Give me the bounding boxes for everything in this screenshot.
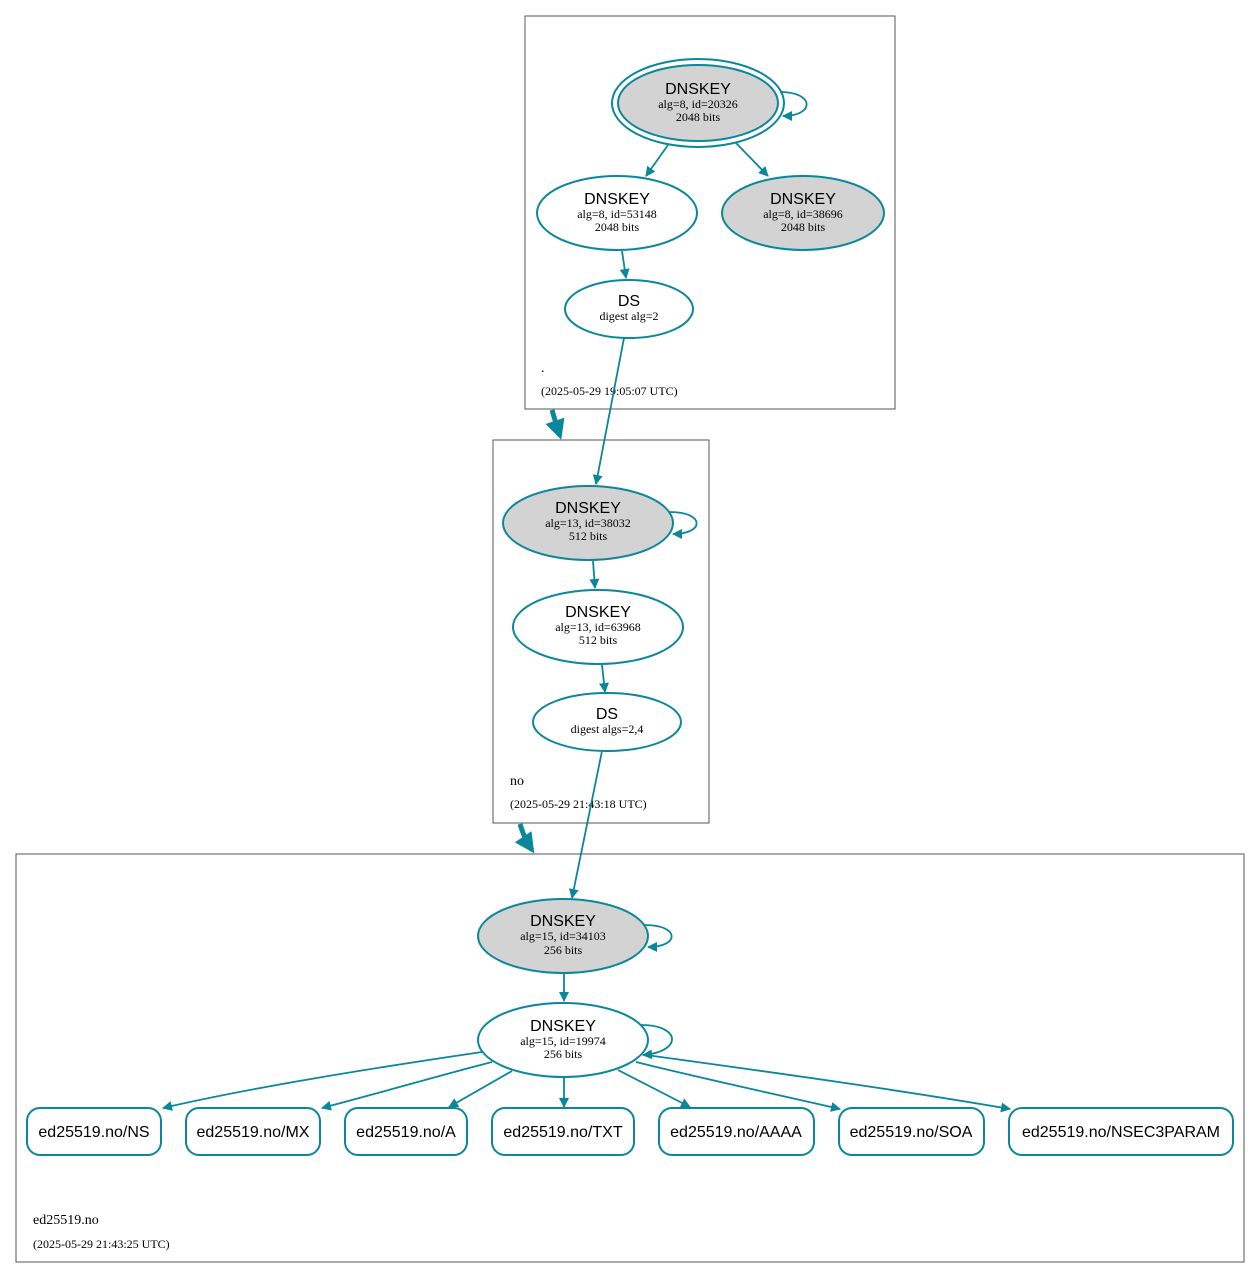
zone-no-name: no [510, 774, 524, 789]
root-ksk-line1: alg=8, id=20326 [658, 97, 738, 111]
root-zsk-type: DNSKEY [584, 191, 650, 208]
edge-ed-zsk-to-mx [321, 1061, 493, 1111]
edge-no-zsk-to-ds [599, 664, 609, 693]
edge-root-ksk-to-key3 [735, 142, 769, 177]
rrset-ns[interactable]: ed25519.no/NS [26, 1107, 162, 1156]
root-zsk-line1: alg=8, id=53148 [577, 207, 657, 221]
root-zsk-node[interactable]: DNSKEY alg=8, id=53148 2048 bits [536, 175, 698, 251]
rrset-a[interactable]: ed25519.no/A [344, 1107, 468, 1156]
ed-ksk-node[interactable]: DNSKEY alg=15, id=34103 256 bits [477, 898, 649, 974]
no-ds-line1: digest algs=2,4 [571, 722, 644, 736]
edges [162, 91, 1011, 1113]
edge-root-ksk-to-zsk [645, 144, 669, 177]
no-ds-node[interactable]: DS digest algs=2,4 [532, 692, 682, 752]
edge-ed-zsk-self [640, 1024, 673, 1060]
ed-ksk-ellipse [477, 898, 649, 974]
edge-no-ds-to-ed-ksk [568, 750, 603, 899]
rrset-soa[interactable]: ed25519.no/SOA [838, 1107, 985, 1156]
zone-no-border [492, 439, 710, 824]
rrset-aaaa[interactable]: ed25519.no/AAAA [658, 1107, 815, 1156]
edge-ed-zsk-to-aaaa [617, 1069, 691, 1108]
zone-ed25519-border [15, 853, 1245, 1263]
no-ksk-node[interactable]: DNSKEY alg=13, id=38032 512 bits [502, 485, 674, 561]
root-ds-line1: digest alg=2 [599, 309, 658, 323]
root-key3-line2: 2048 bits [781, 220, 826, 234]
ed-zsk-node[interactable]: DNSKEY alg=15, id=19974 256 bits [477, 1002, 649, 1078]
no-zsk-ellipse [512, 589, 684, 665]
rrset-txt-box [491, 1107, 635, 1156]
ed-ksk-line2: 256 bits [544, 943, 583, 957]
no-ksk-line2: 512 bits [569, 529, 608, 543]
root-ksk-ellipse [617, 64, 779, 142]
rrset-ns-box [26, 1107, 162, 1156]
root-ksk-type: DNSKEY [665, 81, 731, 98]
edge-ed-zsk-to-ns [162, 1051, 483, 1111]
ed-ksk-type: DNSKEY [530, 913, 596, 930]
zone-ed25519-name: ed25519.no [33, 1213, 99, 1228]
edge-root-ksk-self [779, 91, 808, 121]
root-zsk-line2: 2048 bits [595, 220, 640, 234]
rrset-aaaa-box [658, 1107, 815, 1156]
rrset-txt-label: ed25519.no/TXT [503, 1124, 622, 1141]
zone-no: no (2025-05-29 21:43:18 UTC) [492, 439, 710, 824]
no-zsk-line2: 512 bits [579, 633, 618, 647]
no-ds-ellipse [532, 692, 682, 752]
edge-ed-zsk-to-soa [635, 1061, 841, 1112]
edge-ed-zsk-to-nsec3param [645, 1054, 1011, 1113]
rrset-soa-box [838, 1107, 985, 1156]
no-ksk-type: DNSKEY [555, 500, 621, 517]
rrset-nsec3param-box [1008, 1107, 1234, 1156]
rrset-mx[interactable]: ed25519.no/MX [185, 1107, 321, 1156]
rrset-nsec3param[interactable]: ed25519.no/NSEC3PARAM [1008, 1107, 1234, 1156]
ed-zsk-line1: alg=15, id=19974 [520, 1034, 606, 1048]
no-zsk-type: DNSKEY [565, 604, 631, 621]
no-ksk-ellipse [502, 485, 674, 561]
root-key3-node[interactable]: DNSKEY alg=8, id=38696 2048 bits [721, 175, 885, 251]
rrset-txt[interactable]: ed25519.no/TXT [491, 1107, 635, 1156]
root-ksk-line2: 2048 bits [676, 110, 721, 124]
edge-no-ksk-self [669, 511, 698, 539]
edge-root-zsk-to-ds [619, 250, 630, 279]
no-ksk-line1: alg=13, id=38032 [545, 516, 631, 530]
rrset-mx-box [185, 1107, 321, 1156]
root-key3-ellipse [721, 175, 885, 251]
rrset-a-box [344, 1107, 468, 1156]
ed-zsk-type: DNSKEY [530, 1018, 596, 1035]
zone-root-name: . [541, 361, 545, 376]
rrset-ns-label: ed25519.no/NS [38, 1124, 149, 1141]
edge-root-ds-to-no-ksk [592, 337, 625, 485]
delegation-arrow-root-no [545, 409, 565, 440]
root-ksk-node[interactable]: DNSKEY alg=8, id=20326 2048 bits [611, 58, 785, 148]
root-ds-ellipse [564, 279, 694, 339]
zone-root: . (2025-05-29 19:05:07 UTC) [524, 15, 896, 410]
no-zsk-line1: alg=13, id=63968 [555, 620, 641, 634]
rrset-soa-label: ed25519.no/SOA [850, 1124, 973, 1141]
no-ds-type: DS [596, 706, 618, 723]
no-zsk-node[interactable]: DNSKEY alg=13, id=63968 512 bits [512, 589, 684, 665]
rrset-mx-label: ed25519.no/MX [197, 1124, 310, 1141]
root-ds-node[interactable]: DS digest alg=2 [564, 279, 694, 339]
root-zsk-ellipse [536, 175, 698, 251]
ed-ksk-line1: alg=15, id=34103 [520, 929, 606, 943]
root-ds-type: DS [618, 293, 640, 310]
root-key3-line1: alg=8, id=38696 [763, 207, 843, 221]
zone-no-timestamp: (2025-05-29 21:43:18 UTC) [510, 797, 647, 811]
rrset-aaaa-label: ed25519.no/AAAA [670, 1124, 802, 1141]
edge-ed-zsk-to-a [448, 1070, 513, 1108]
rrset-nsec3param-label: ed25519.no/NSEC3PARAM [1022, 1124, 1220, 1141]
ed-zsk-ellipse [477, 1002, 649, 1078]
zone-root-border [524, 15, 896, 410]
zone-root-timestamp: (2025-05-29 19:05:07 UTC) [541, 384, 678, 398]
root-key3-type: DNSKEY [770, 191, 836, 208]
delegation-arrow-no-ed25519 [514, 823, 535, 854]
root-ksk-outer-ring [611, 58, 785, 148]
zone-ed25519-timestamp: (2025-05-29 21:43:25 UTC) [33, 1237, 170, 1251]
rrset-a-label: ed25519.no/A [356, 1124, 456, 1141]
edge-no-ksk-to-zsk [589, 560, 600, 589]
zone-ed25519: ed25519.no (2025-05-29 21:43:25 UTC) [15, 853, 1245, 1263]
edge-ed-ksk-self [644, 924, 673, 952]
ed-zsk-line2: 256 bits [544, 1047, 583, 1061]
